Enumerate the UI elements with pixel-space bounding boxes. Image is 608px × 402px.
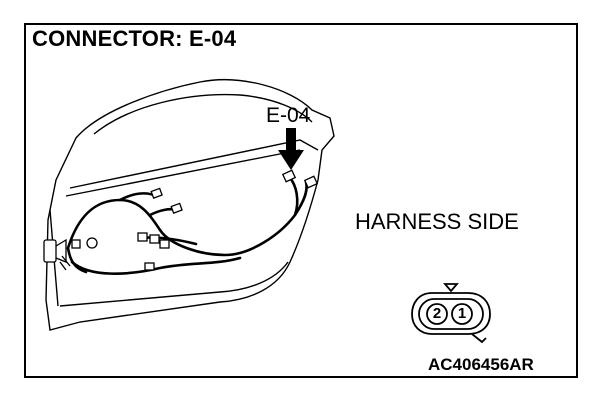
door-window-frame — [93, 93, 313, 135]
hinge-bracket — [43, 238, 71, 271]
callout-label: E-04 — [266, 104, 311, 127]
harness-to-e04 — [288, 176, 299, 217]
connector-e04-block — [281, 169, 297, 183]
connector-block — [303, 175, 319, 189]
hinge-plate — [43, 239, 57, 263]
harness-main-run — [66, 180, 308, 257]
hinge-hatch — [59, 255, 71, 271]
connector-block — [170, 202, 183, 214]
door-lower-edge — [59, 261, 289, 307]
hinge-arm — [55, 238, 67, 263]
diagram-frame — [24, 23, 578, 378]
connector-housing — [411, 292, 491, 335]
pin-1-circle — [451, 303, 473, 325]
connector-block — [150, 187, 163, 199]
pin-2-circle — [426, 303, 448, 325]
harness-branch-upper — [118, 192, 158, 202]
connector-block — [137, 232, 148, 242]
connector-inner-cavity — [418, 298, 484, 330]
connector-block — [159, 239, 170, 249]
connector-tail — [471, 333, 487, 344]
wiring-harness — [66, 176, 308, 275]
harness-side-label: HARNESS SIDE — [355, 209, 519, 234]
grommet — [86, 237, 98, 249]
connector-block — [71, 239, 81, 249]
door-outline — [45, 79, 335, 331]
harness-lower-run — [70, 256, 242, 275]
door-inner-edge — [69, 139, 319, 189]
harness-connectors — [71, 169, 319, 271]
harness-front — [66, 246, 88, 274]
connector-block — [149, 234, 160, 244]
pin-label: 2 — [432, 305, 442, 322]
door-panel — [45, 79, 335, 331]
connector-lock-tab — [443, 283, 459, 293]
door-belt-line — [65, 149, 301, 197]
pin-label: 1 — [457, 305, 467, 322]
page-title: CONNECTOR: E-04 — [32, 26, 237, 51]
connector-face-icon — [411, 283, 491, 344]
figure-code: AC406456AR — [428, 355, 534, 374]
down-arrow-icon — [278, 128, 304, 170]
connector-block — [144, 262, 155, 271]
